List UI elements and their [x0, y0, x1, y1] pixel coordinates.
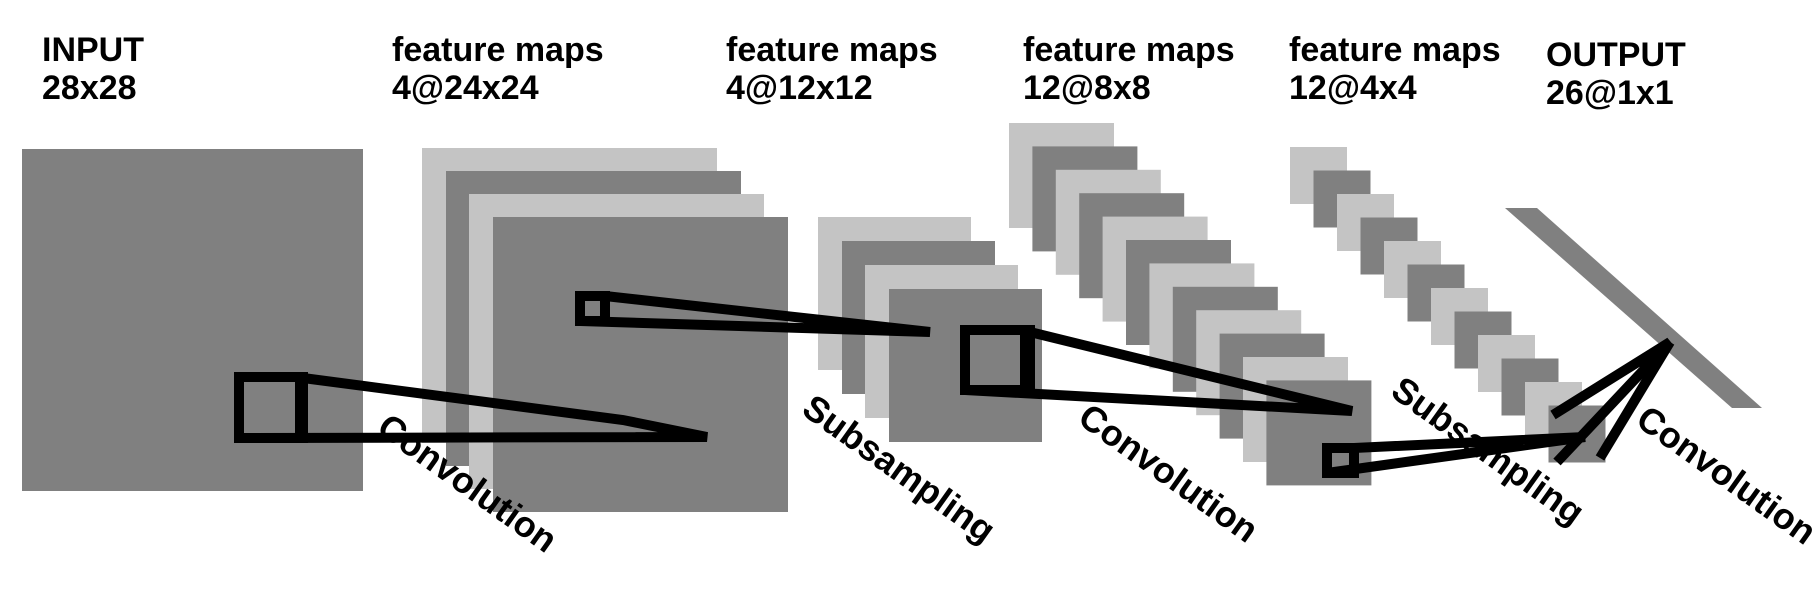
receptive-field-conv1 — [234, 372, 708, 443]
receptive-field-sub1 — [575, 291, 931, 337]
layer-size: 12@4x4 — [1289, 69, 1417, 107]
layer-label-c3: feature maps 12@8x8 — [1023, 31, 1235, 107]
layer-size: 12@8x8 — [1023, 69, 1151, 107]
feature-map — [493, 217, 788, 512]
layer-name: OUTPUT — [1546, 36, 1686, 74]
layer-label-s4: feature maps 12@4x4 — [1289, 31, 1501, 107]
layer-size: 28x28 — [42, 69, 137, 107]
receptive-field-conv3 — [1550, 337, 1675, 466]
connection-line — [1595, 339, 1675, 461]
layer-label-c1: feature maps 4@24x24 — [392, 31, 604, 107]
layer-label-s2: feature maps 4@12x12 — [726, 31, 938, 107]
layer-size: 4@12x12 — [726, 69, 873, 107]
feature-maps-s2 — [818, 217, 1042, 442]
layer-name: feature maps — [1023, 31, 1235, 69]
operation-label-conv3: Convolution — [1629, 397, 1814, 552]
feature-maps-c1 — [422, 148, 788, 512]
layer-name: INPUT — [42, 31, 144, 69]
feature-maps-s4 — [1290, 147, 1606, 463]
layer-size: 4@24x24 — [392, 69, 539, 107]
layer-name: feature maps — [1289, 31, 1501, 69]
layer-name: feature maps — [392, 31, 604, 69]
layer-label-output: OUTPUT 26@1x1 — [1546, 36, 1686, 112]
connection-line — [238, 373, 708, 443]
layer-label-input: INPUT 28x28 — [42, 31, 144, 107]
layer-name: feature maps — [726, 31, 938, 69]
connection-line — [964, 327, 1354, 416]
layer-size: 26@1x1 — [1546, 74, 1674, 112]
output-layer — [1505, 208, 1762, 408]
receptive-field-conv2 — [960, 325, 1354, 416]
connection-line — [579, 291, 931, 337]
